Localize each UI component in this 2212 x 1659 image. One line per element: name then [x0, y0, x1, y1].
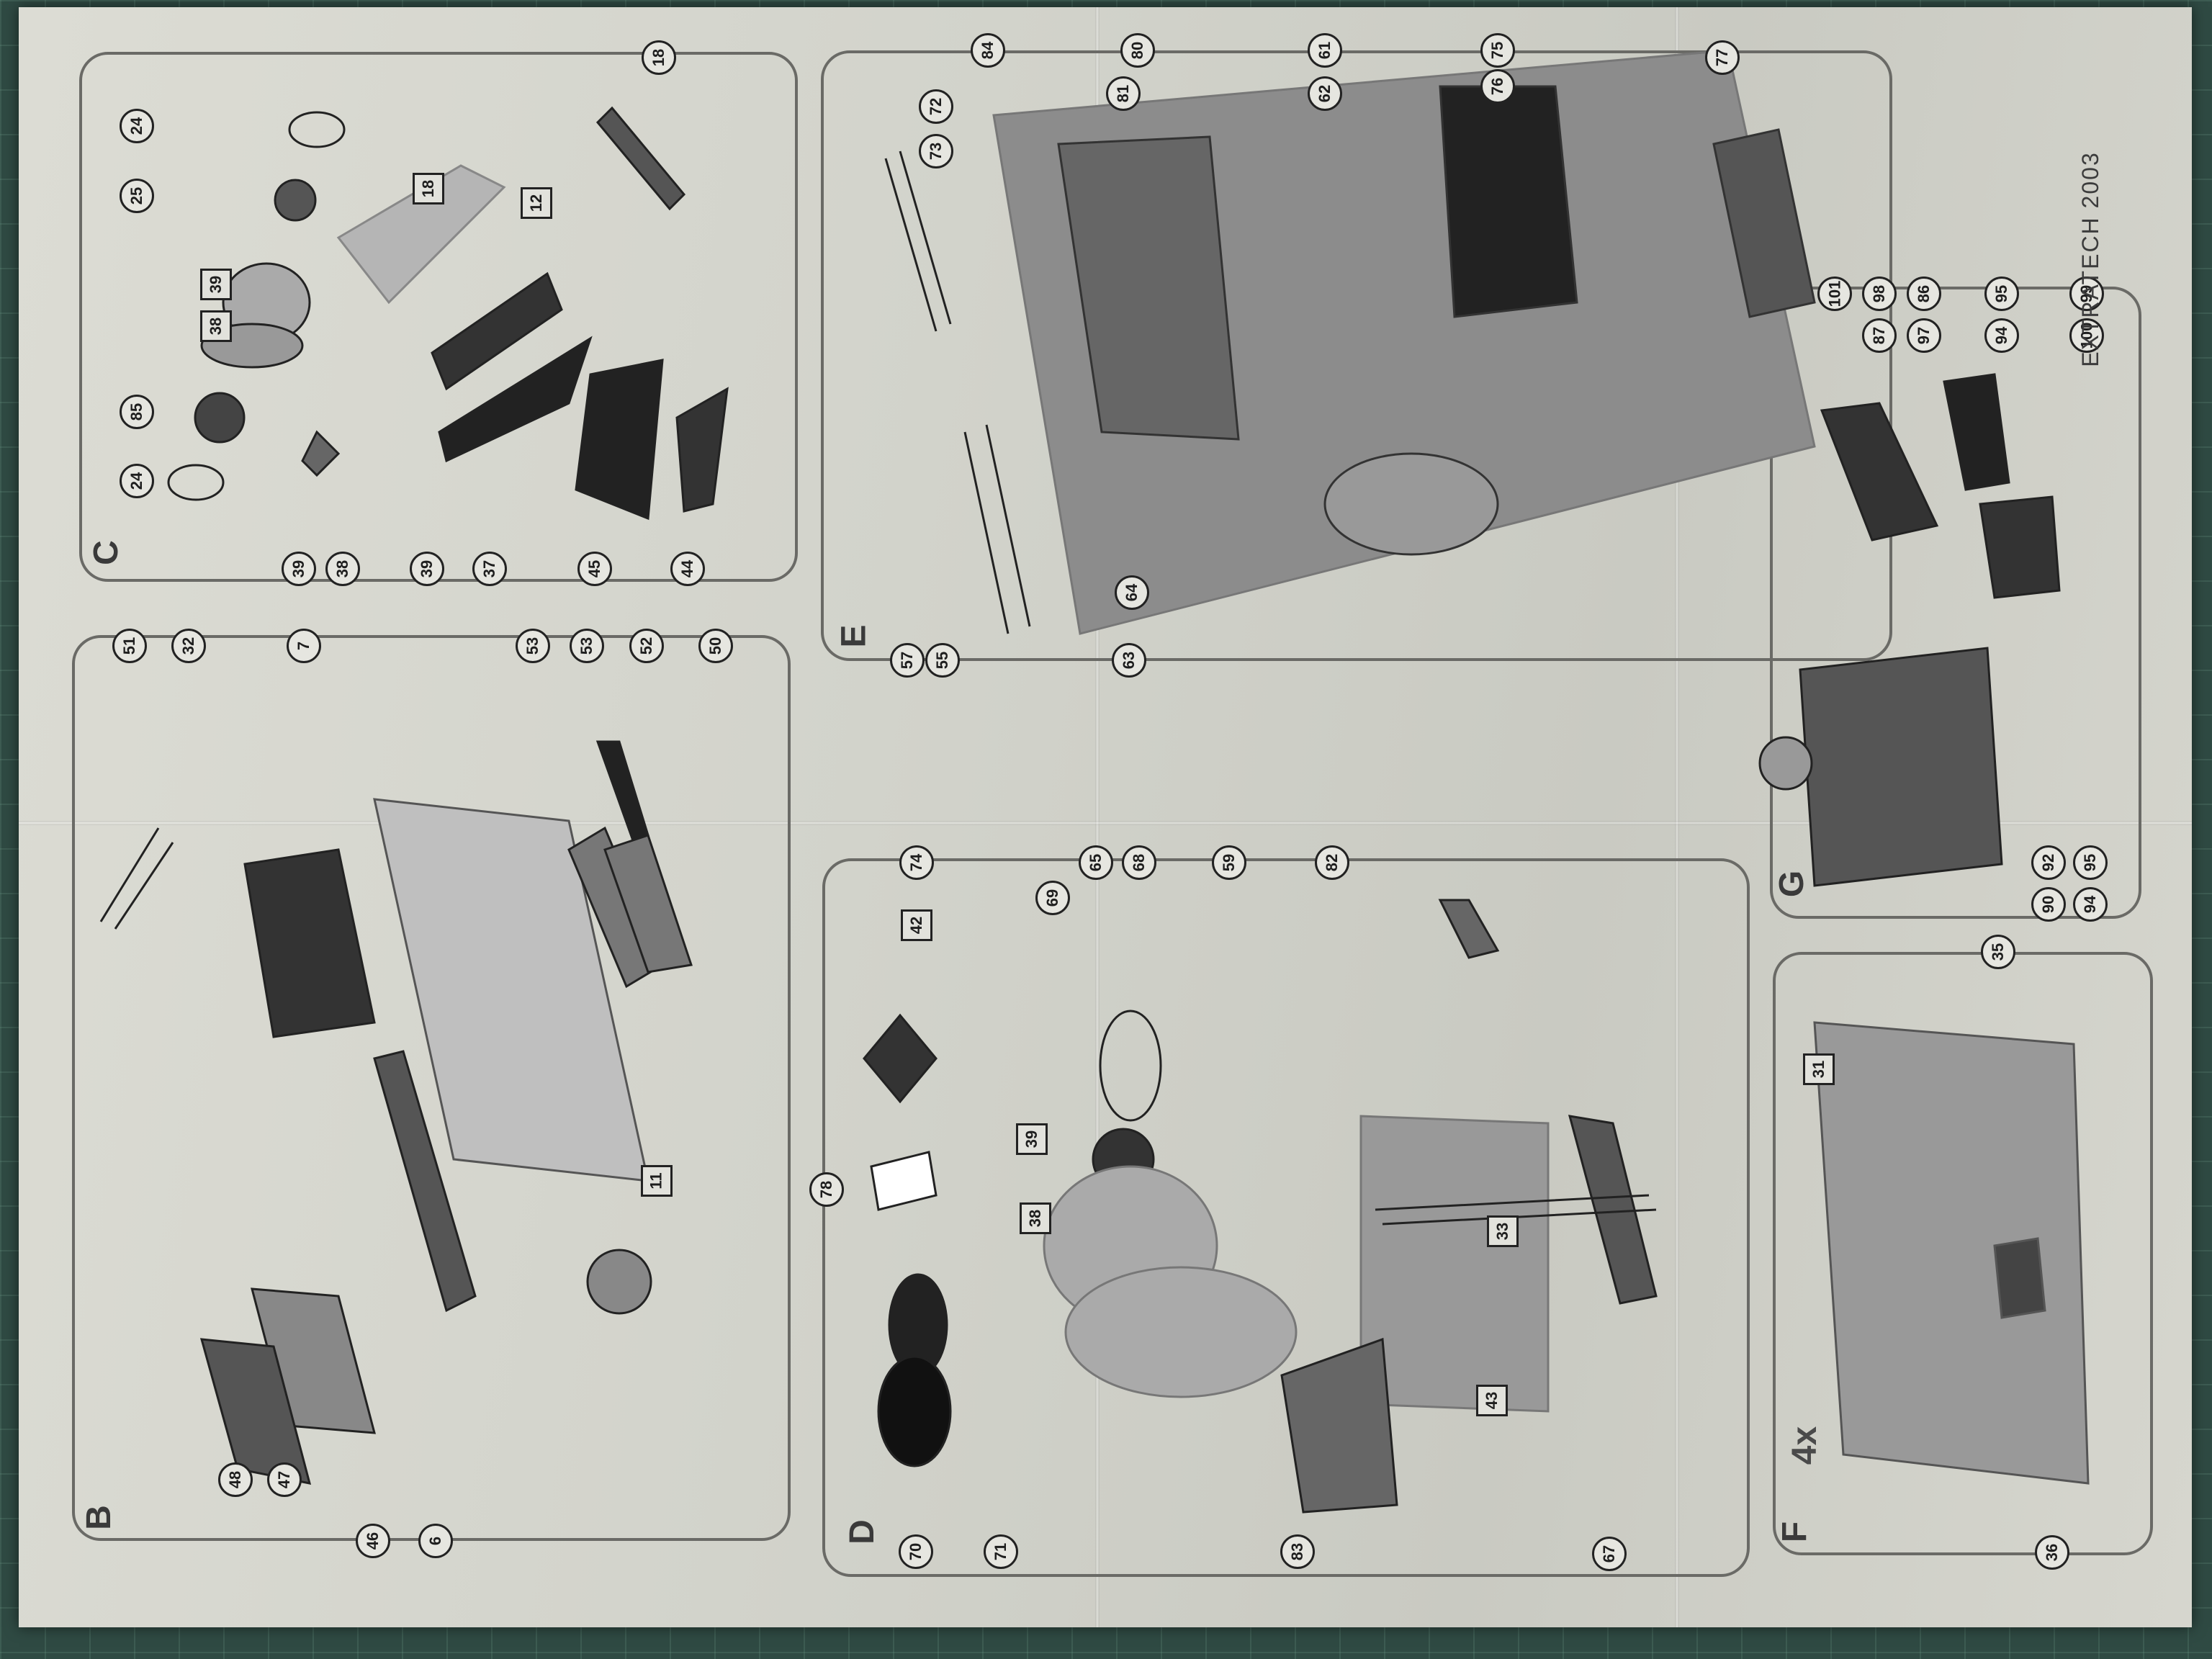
callout: 100 — [2069, 318, 2104, 353]
part-box: 38 — [200, 310, 232, 342]
callout: 94 — [1984, 318, 2019, 353]
callout: 82 — [1315, 845, 1349, 880]
callout: 74 — [899, 845, 934, 880]
panel-f-frame — [1773, 952, 2153, 1555]
panel-b-art — [99, 740, 693, 1485]
part-box: 43 — [1476, 1385, 1508, 1416]
panel-b-letter: B — [79, 1505, 118, 1530]
callout: 7 — [287, 629, 321, 663]
callout: 35 — [1981, 935, 2015, 969]
callout: 59 — [1212, 845, 1246, 880]
callout: 75 — [1480, 33, 1515, 68]
callout: 51 — [112, 629, 147, 663]
callout: 37 — [472, 552, 507, 586]
callout: 53 — [570, 629, 604, 663]
fold-line — [1095, 7, 1100, 1627]
callout: 73 — [919, 134, 953, 168]
callout: 94 — [2073, 887, 2108, 922]
callout: 95 — [2073, 845, 2108, 880]
callout: 76 — [1480, 69, 1515, 104]
callout: 32 — [171, 629, 206, 663]
part-box: 18 — [413, 173, 444, 204]
panel-e-frame — [821, 50, 1892, 661]
fold-line — [1675, 7, 1679, 1627]
fold-line — [19, 821, 2192, 825]
callout: 53 — [516, 629, 550, 663]
panel-c-art — [167, 106, 729, 521]
callout: 24 — [120, 109, 154, 143]
callout: 36 — [2035, 1535, 2069, 1570]
callout: 83 — [1280, 1534, 1315, 1569]
part-box: 38 — [1020, 1202, 1051, 1234]
panel-e-art — [884, 49, 1816, 635]
part-box: 11 — [641, 1165, 673, 1197]
callout: 68 — [1122, 845, 1156, 880]
callout: 95 — [1984, 276, 2019, 311]
callout: 87 — [1862, 318, 1897, 353]
callout: 84 — [971, 33, 1005, 68]
callout: 38 — [325, 552, 360, 586]
callout: 78 — [809, 1172, 844, 1207]
callout: 98 — [1862, 276, 1897, 311]
panel-c-letter: C — [86, 540, 125, 565]
panel-g-letter: G — [1773, 870, 1812, 898]
callout: 18 — [642, 40, 676, 75]
callout: 69 — [1035, 881, 1070, 915]
callout: 48 — [218, 1462, 253, 1497]
callout: 50 — [698, 629, 733, 663]
callout: 55 — [925, 643, 960, 678]
callout: 62 — [1308, 76, 1342, 111]
panel-g-frame — [1770, 287, 2141, 919]
part-box: 12 — [521, 187, 552, 219]
callout: 24 — [120, 464, 154, 498]
callout: 47 — [267, 1462, 302, 1497]
panel-d-letter: D — [842, 1519, 881, 1545]
callout: 44 — [670, 552, 705, 586]
part-box: 33 — [1487, 1215, 1519, 1247]
callout: 77 — [1705, 40, 1740, 75]
panel-f-letter: F — [1776, 1521, 1815, 1543]
callout: 39 — [282, 552, 316, 586]
callout: 97 — [1907, 318, 1941, 353]
callout: 90 — [2031, 887, 2066, 922]
callout: 65 — [1079, 845, 1113, 880]
callout: 45 — [577, 552, 612, 586]
callout: 6 — [418, 1524, 453, 1558]
callout: 70 — [899, 1534, 933, 1569]
copyright-text: EXTRATECH 2003 — [2077, 151, 2103, 367]
part-box: 42 — [901, 909, 932, 941]
part-box: 39 — [200, 269, 232, 300]
panel-e-letter: E — [835, 624, 873, 648]
panel-d-art — [863, 899, 1658, 1514]
callout: 64 — [1115, 575, 1149, 610]
part-box: 31 — [1803, 1053, 1835, 1085]
callout: 81 — [1106, 76, 1141, 111]
callout: 99 — [2069, 276, 2104, 311]
callout: 71 — [984, 1534, 1018, 1569]
callout: 46 — [356, 1524, 390, 1558]
callout: 52 — [629, 629, 664, 663]
part-box: 39 — [1016, 1123, 1048, 1155]
callout: 101 — [1817, 276, 1852, 311]
callout: 72 — [919, 89, 953, 124]
panel-f-quantity-note: 4x — [1786, 1426, 1825, 1465]
callout: 57 — [890, 643, 925, 678]
callout: 80 — [1120, 33, 1155, 68]
panel-f-art — [1813, 1021, 2090, 1485]
panel-d-frame — [822, 858, 1750, 1577]
callout: 39 — [410, 552, 444, 586]
callout: 61 — [1308, 33, 1342, 68]
callout: 92 — [2031, 845, 2066, 880]
callout: 86 — [1907, 276, 1941, 311]
callout: 67 — [1592, 1537, 1627, 1571]
callout: 63 — [1112, 643, 1146, 678]
callout: 85 — [120, 395, 154, 429]
callout: 25 — [120, 179, 154, 213]
panel-g-art — [1758, 373, 2061, 887]
